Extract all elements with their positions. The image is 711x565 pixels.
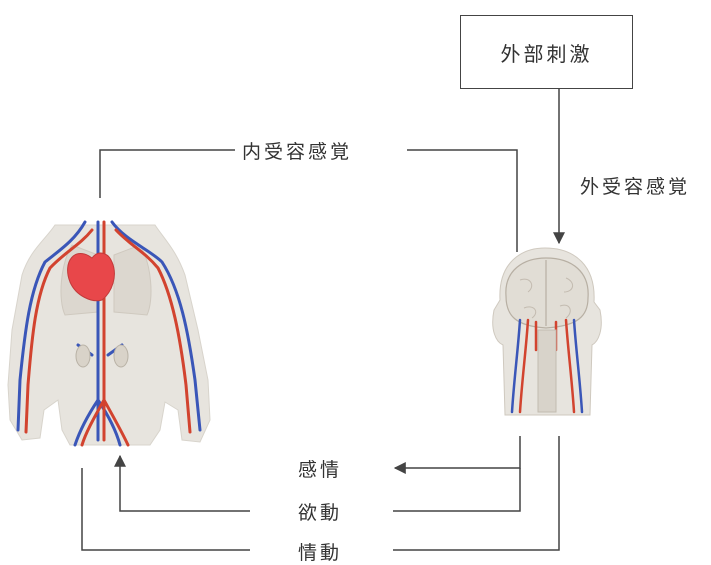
feeling-label: 感情 (298, 455, 342, 482)
head-illustration (493, 248, 602, 415)
desire-line-left (120, 456, 250, 511)
emotion-line-right (393, 436, 559, 550)
feeling-line (395, 436, 520, 468)
exteroception-label: 外受容感覚 (580, 172, 690, 199)
emotion-label: 情動 (298, 538, 342, 565)
external-stimulus-box: 外部刺激 (460, 15, 633, 89)
interoception-label: 内受容感覚 (242, 137, 352, 164)
body-illustration (8, 222, 210, 445)
interoception-line-right (407, 150, 517, 252)
desire-label: 欲動 (298, 498, 342, 525)
interoception-line-left (100, 150, 235, 198)
emotion-line-left (82, 468, 250, 550)
desire-line-right (393, 468, 520, 511)
